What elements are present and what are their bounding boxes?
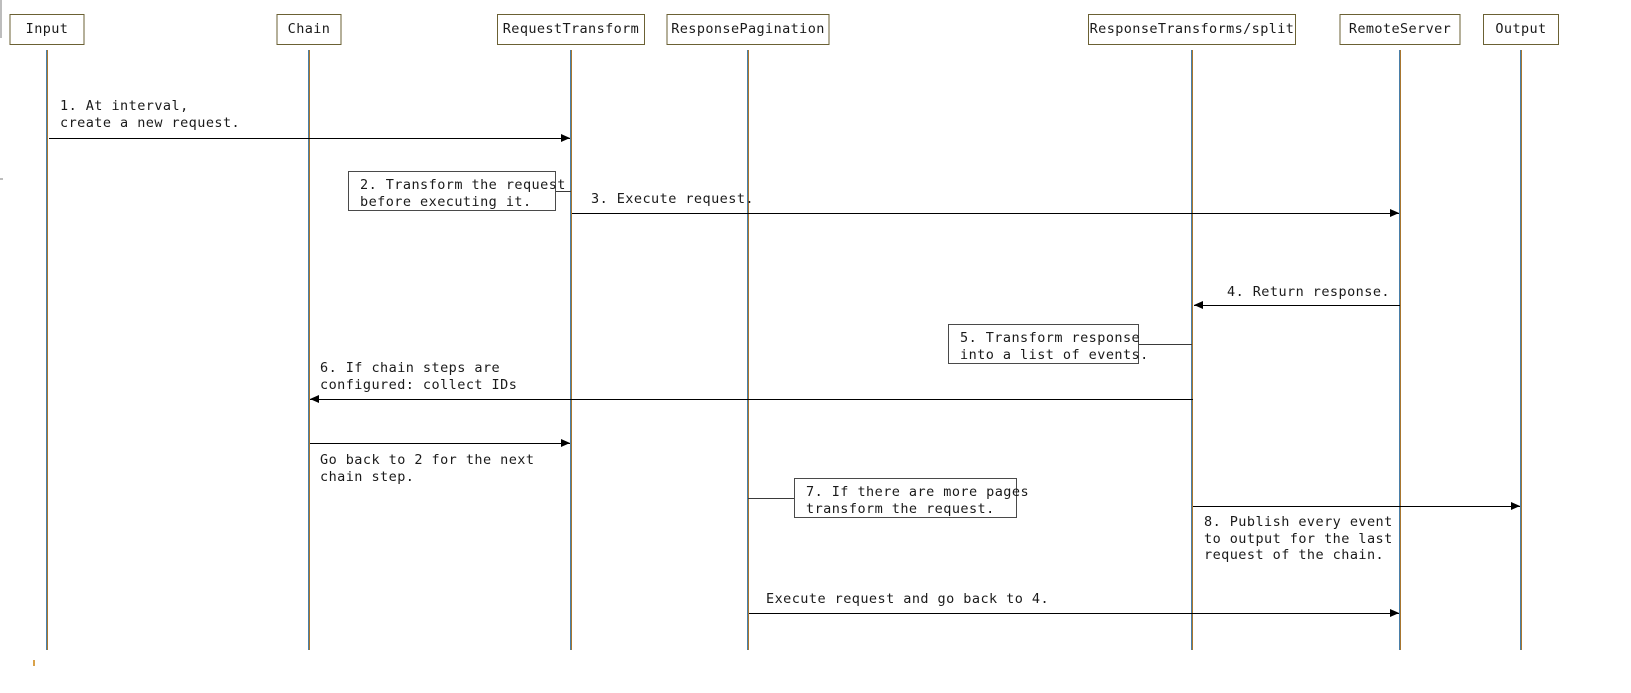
lifeline-responsepagination: [747, 50, 749, 650]
lifeline-input: [46, 50, 48, 650]
participant-input[interactable]: Input: [9, 14, 85, 45]
participant-output[interactable]: Output: [1483, 14, 1559, 45]
message-label-msg-4: 4. Return response.: [1227, 284, 1390, 300]
note-connector-note-5: [1139, 344, 1192, 345]
message-line-msg-6: [310, 399, 1193, 400]
participant-remoteserver[interactable]: RemoteServer: [1339, 14, 1461, 45]
arrow-head-msg-6: [310, 395, 319, 403]
note-note-2[interactable]: 2. Transform the request before executin…: [348, 171, 565, 211]
lifeline-chain: [308, 50, 310, 650]
message-line-msg-exec-goback4: [749, 613, 1399, 614]
arrow-head-msg-3: [1390, 209, 1399, 217]
arrow-head-msg-exec-goback4: [1390, 609, 1399, 617]
edge-artifact-bottom: [33, 660, 35, 666]
message-line-msg-3: [572, 213, 1399, 214]
message-line-msg-8: [1193, 506, 1520, 507]
message-line-msg-goback2: [310, 443, 570, 444]
edge-artifact-mid: [0, 178, 3, 180]
participant-chain[interactable]: Chain: [276, 14, 342, 45]
lifeline-requesttransform: [570, 50, 572, 650]
arrow-head-msg-8: [1511, 502, 1520, 510]
message-line-msg-1: [49, 138, 570, 139]
arrow-head-msg-1: [561, 134, 570, 142]
note-note-7[interactable]: 7. If there are more pages transform the…: [794, 478, 1029, 518]
message-label-msg-3: 3. Execute request.: [591, 191, 754, 207]
message-label-msg-8: 8. Publish every event to output for the…: [1204, 514, 1393, 563]
note-note-5[interactable]: 5. Transform response into a list of eve…: [948, 324, 1148, 364]
lifeline-output: [1520, 50, 1522, 650]
message-label-msg-goback2: Go back to 2 for the next chain step.: [320, 452, 535, 485]
edge-artifact-top: [0, 0, 2, 38]
participant-responsetransforms-split[interactable]: ResponseTransforms/split: [1088, 14, 1296, 45]
message-label-msg-6: 6. If chain steps are configured: collec…: [320, 360, 518, 393]
lifeline-remoteserver: [1399, 50, 1401, 650]
arrow-head-msg-4: [1194, 301, 1203, 309]
message-label-msg-exec-goback4: Execute request and go back to 4.: [766, 591, 1050, 607]
note-connector-note-2: [556, 191, 571, 192]
arrow-head-msg-goback2: [561, 439, 570, 447]
message-label-msg-1: 1. At interval, create a new request.: [60, 98, 241, 131]
lifeline-responsetransforms-split: [1191, 50, 1193, 650]
participant-requesttransform[interactable]: RequestTransform: [497, 14, 645, 45]
note-connector-note-7: [748, 498, 794, 499]
participant-responsepagination[interactable]: ResponsePagination: [666, 14, 830, 45]
message-line-msg-4: [1194, 305, 1400, 306]
